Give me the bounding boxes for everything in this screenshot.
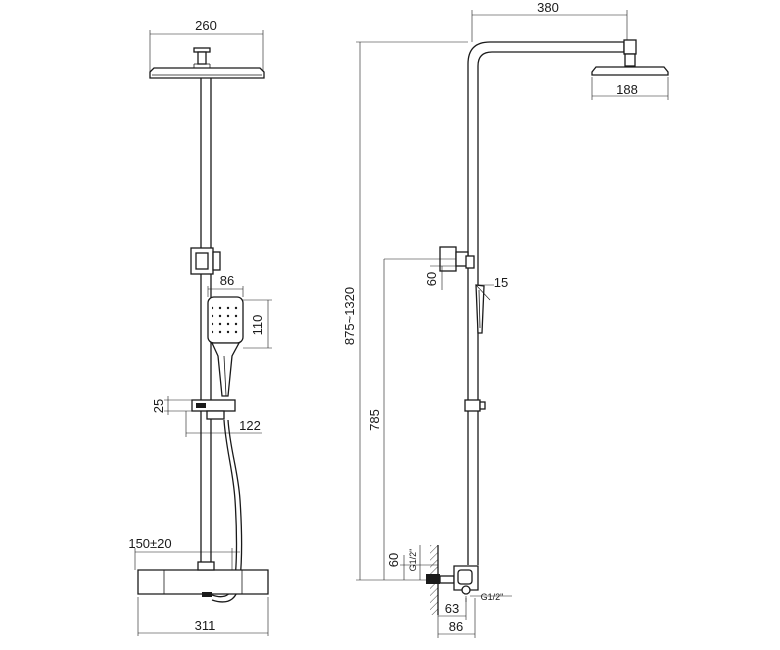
dim-holder-depth: 122 [185, 411, 262, 437]
side-view: 380 188 875~1320 [342, 0, 669, 638]
hand-shower [207, 296, 244, 397]
side-riser-pipe [467, 39, 637, 565]
hand-shower-holder [191, 399, 236, 420]
dim-offset-63: 63 [437, 598, 467, 620]
dim-label-785: 785 [367, 409, 382, 431]
dim-label-25: 25 [151, 399, 166, 413]
dim-label-150: 150±20 [128, 536, 171, 551]
dim-inlet-spacing: 150±20 [128, 536, 240, 570]
dim-slide-height: 785 [367, 259, 385, 580]
dim-offset-86: 86 [437, 598, 476, 638]
thread-label-upper: G1/2" [408, 545, 421, 580]
dim-head-width: 260 [149, 18, 264, 72]
dim-mixer-width: 311 [137, 597, 269, 636]
dim-inlet-height: 60 [386, 553, 438, 580]
dim-label-380: 380 [537, 0, 559, 15]
dim-label-86-side: 86 [449, 619, 463, 634]
overhead-shower-head [149, 47, 265, 79]
dim-label-122: 122 [239, 418, 261, 433]
dim-label-86: 86 [220, 273, 234, 288]
dim-label-15: 15 [494, 275, 508, 290]
thermostatic-mixer [137, 561, 269, 597]
dim-label-60-lower: 60 [386, 553, 401, 567]
thread-label-lower: G1/2" [465, 592, 512, 602]
side-shower-head [591, 53, 669, 76]
dim-bracket-size: 60 [384, 258, 456, 290]
dim-label-188: 188 [616, 82, 638, 97]
side-holder [464, 399, 486, 412]
dim-hand-height: 110 [243, 299, 272, 349]
dim-head-diameter: 188 [591, 77, 669, 100]
dim-label-63: 63 [445, 601, 459, 616]
side-hand-shower: 15 [475, 275, 508, 334]
wall-bracket-upper [190, 247, 221, 275]
dim-label-260: 260 [195, 18, 217, 33]
dim-label-110: 110 [250, 315, 265, 336]
front-view: 260 [128, 18, 272, 636]
thread-g12-lower: G1/2" [481, 592, 504, 602]
dim-label-875-1320: 875~1320 [342, 287, 357, 345]
dim-hand-width: 86 [207, 273, 244, 297]
thread-g12-upper: G1/2" [408, 549, 418, 572]
dim-holder-height: 25 [151, 396, 192, 415]
dim-label-311: 311 [195, 618, 216, 633]
dim-height-range: 875~1320 [342, 41, 468, 581]
side-mixer-connection [426, 565, 479, 595]
dim-arm-reach: 380 [471, 0, 628, 42]
dim-label-60-upper: 60 [424, 272, 439, 286]
